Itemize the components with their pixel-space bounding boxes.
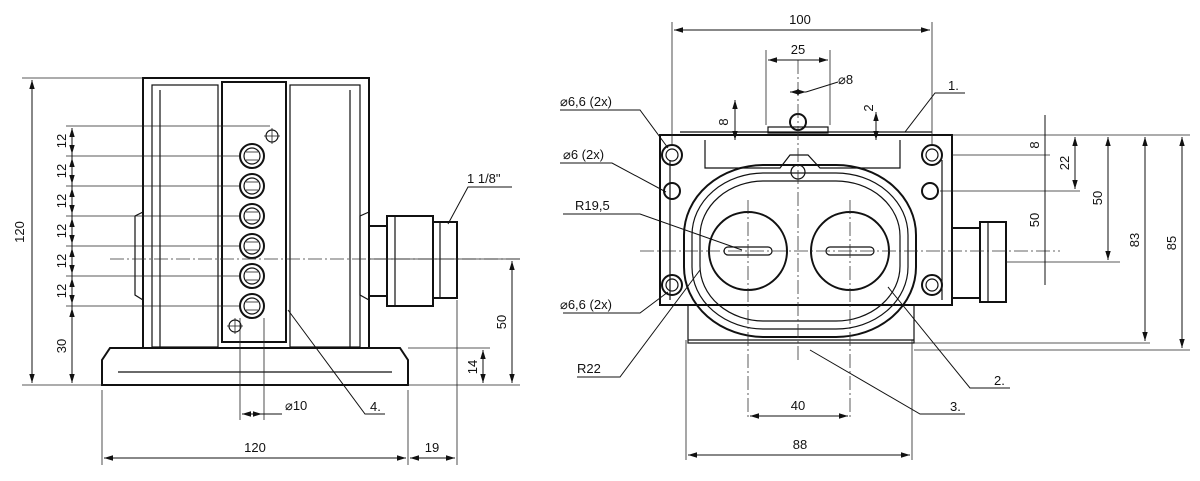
side-view	[22, 77, 520, 386]
dim-button-spacing: 25	[791, 42, 805, 57]
front-conduit	[951, 221, 1007, 303]
dim-base-height: 14	[465, 360, 480, 374]
mounting-flange	[659, 134, 953, 306]
base-plate	[101, 347, 409, 386]
led-panel	[221, 81, 287, 343]
dim-bottom-40: 40	[791, 398, 805, 413]
front-view	[560, 22, 1190, 460]
label-hole-66-top: ⌀6,6 (2x)	[560, 94, 612, 109]
label-r195: R19,5	[575, 198, 610, 213]
dimension-labels: 120 12 12 12 12 12 12 30 120 19 50 14 ⌀1…	[12, 12, 1179, 455]
dim-pin-diameter: ⌀8	[838, 72, 853, 87]
side-view-dims	[69, 128, 520, 465]
dim-v-85: 85	[1164, 236, 1179, 250]
led-column	[239, 143, 265, 319]
callout-4: 4.	[370, 399, 381, 414]
label-hole-66-bottom: ⌀6,6 (2x)	[560, 297, 612, 312]
led-2	[239, 173, 265, 199]
dim-bottom-88: 88	[793, 437, 807, 452]
conduit-fitting	[368, 215, 458, 307]
dim-pitch: 12	[54, 164, 69, 178]
dim-bottom-offset: 30	[54, 339, 69, 353]
housing-body	[142, 77, 370, 349]
dim-left-height: 120	[12, 221, 27, 243]
led-6	[239, 293, 265, 319]
led-1	[239, 143, 265, 169]
dim-pitch: 12	[54, 134, 69, 148]
dim-pitch: 12	[54, 254, 69, 268]
label-r22: R22	[577, 361, 601, 376]
label-hole-6: ⌀6 (2x)	[563, 147, 604, 162]
dim-v-22: 22	[1057, 156, 1072, 170]
led-5	[239, 263, 265, 289]
callout-1: 1.	[948, 78, 959, 93]
dim-conduit-depth: 19	[425, 440, 439, 455]
dim-pitch: 12	[54, 224, 69, 238]
dim-small-8: 8	[716, 118, 731, 125]
led-3	[239, 203, 265, 229]
dim-small-2: 2	[861, 104, 876, 111]
callout-3: 3.	[950, 399, 961, 414]
dim-v-83: 83	[1127, 233, 1142, 247]
callout-2: 2.	[994, 373, 1005, 388]
dim-pitch: 12	[54, 194, 69, 208]
dim-v-8: 8	[1027, 141, 1042, 148]
dim-led-diameter: ⌀10	[285, 398, 307, 413]
dim-v-50b: 50	[1090, 191, 1105, 205]
dim-thread-size: 1 1/8"	[467, 171, 501, 186]
dim-top-width: 100	[789, 12, 811, 27]
led-4	[239, 233, 265, 259]
dim-pitch: 12	[54, 284, 69, 298]
dim-conduit-height: 50	[494, 315, 509, 329]
dim-v-50a: 50	[1027, 213, 1042, 227]
dim-base-width: 120	[244, 440, 266, 455]
